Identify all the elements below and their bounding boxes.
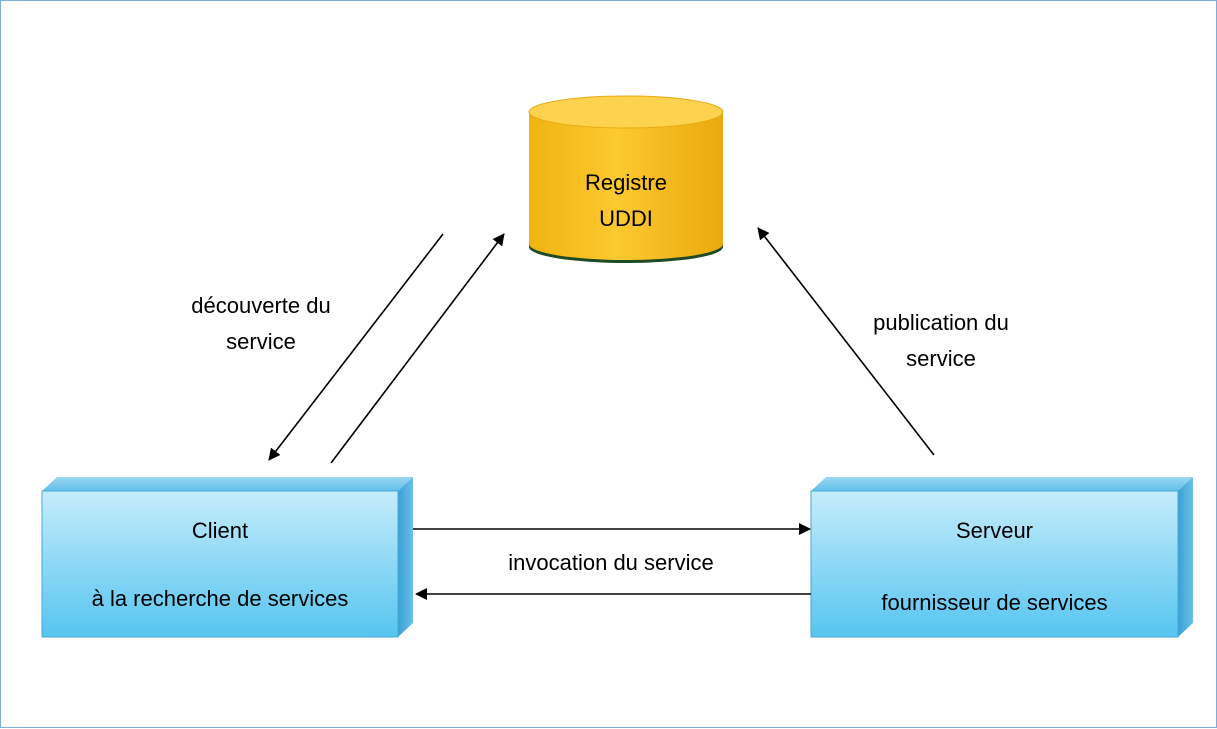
publication-label: publication du service <box>841 305 1041 377</box>
publication-label-line1: publication du <box>873 310 1009 335</box>
client-box <box>41 477 413 638</box>
invocation-label: invocation du service <box>508 550 714 575</box>
discovery-request-arrow <box>268 233 444 461</box>
server-box <box>810 477 1193 638</box>
discovery-label: découverte du service <box>161 288 361 360</box>
server-subtitle: fournisseur de services <box>881 590 1108 615</box>
registry-label-line1: Registre <box>585 170 667 195</box>
discovery-label-line2: service <box>226 329 296 354</box>
discovery-response-arrow <box>330 233 505 464</box>
client-subtitle: à la recherche de services <box>91 586 349 611</box>
publication-arrow <box>757 227 935 456</box>
publication-label-line2: service <box>906 346 976 371</box>
server-title: Serveur <box>955 518 1034 543</box>
discovery-label-line1: découverte du <box>191 293 331 318</box>
client-title: Client <box>191 518 249 543</box>
registry-cylinder <box>528 95 724 263</box>
registry-label-line2: UDDI <box>599 206 653 231</box>
registry-label: Registre UDDI <box>546 165 706 237</box>
